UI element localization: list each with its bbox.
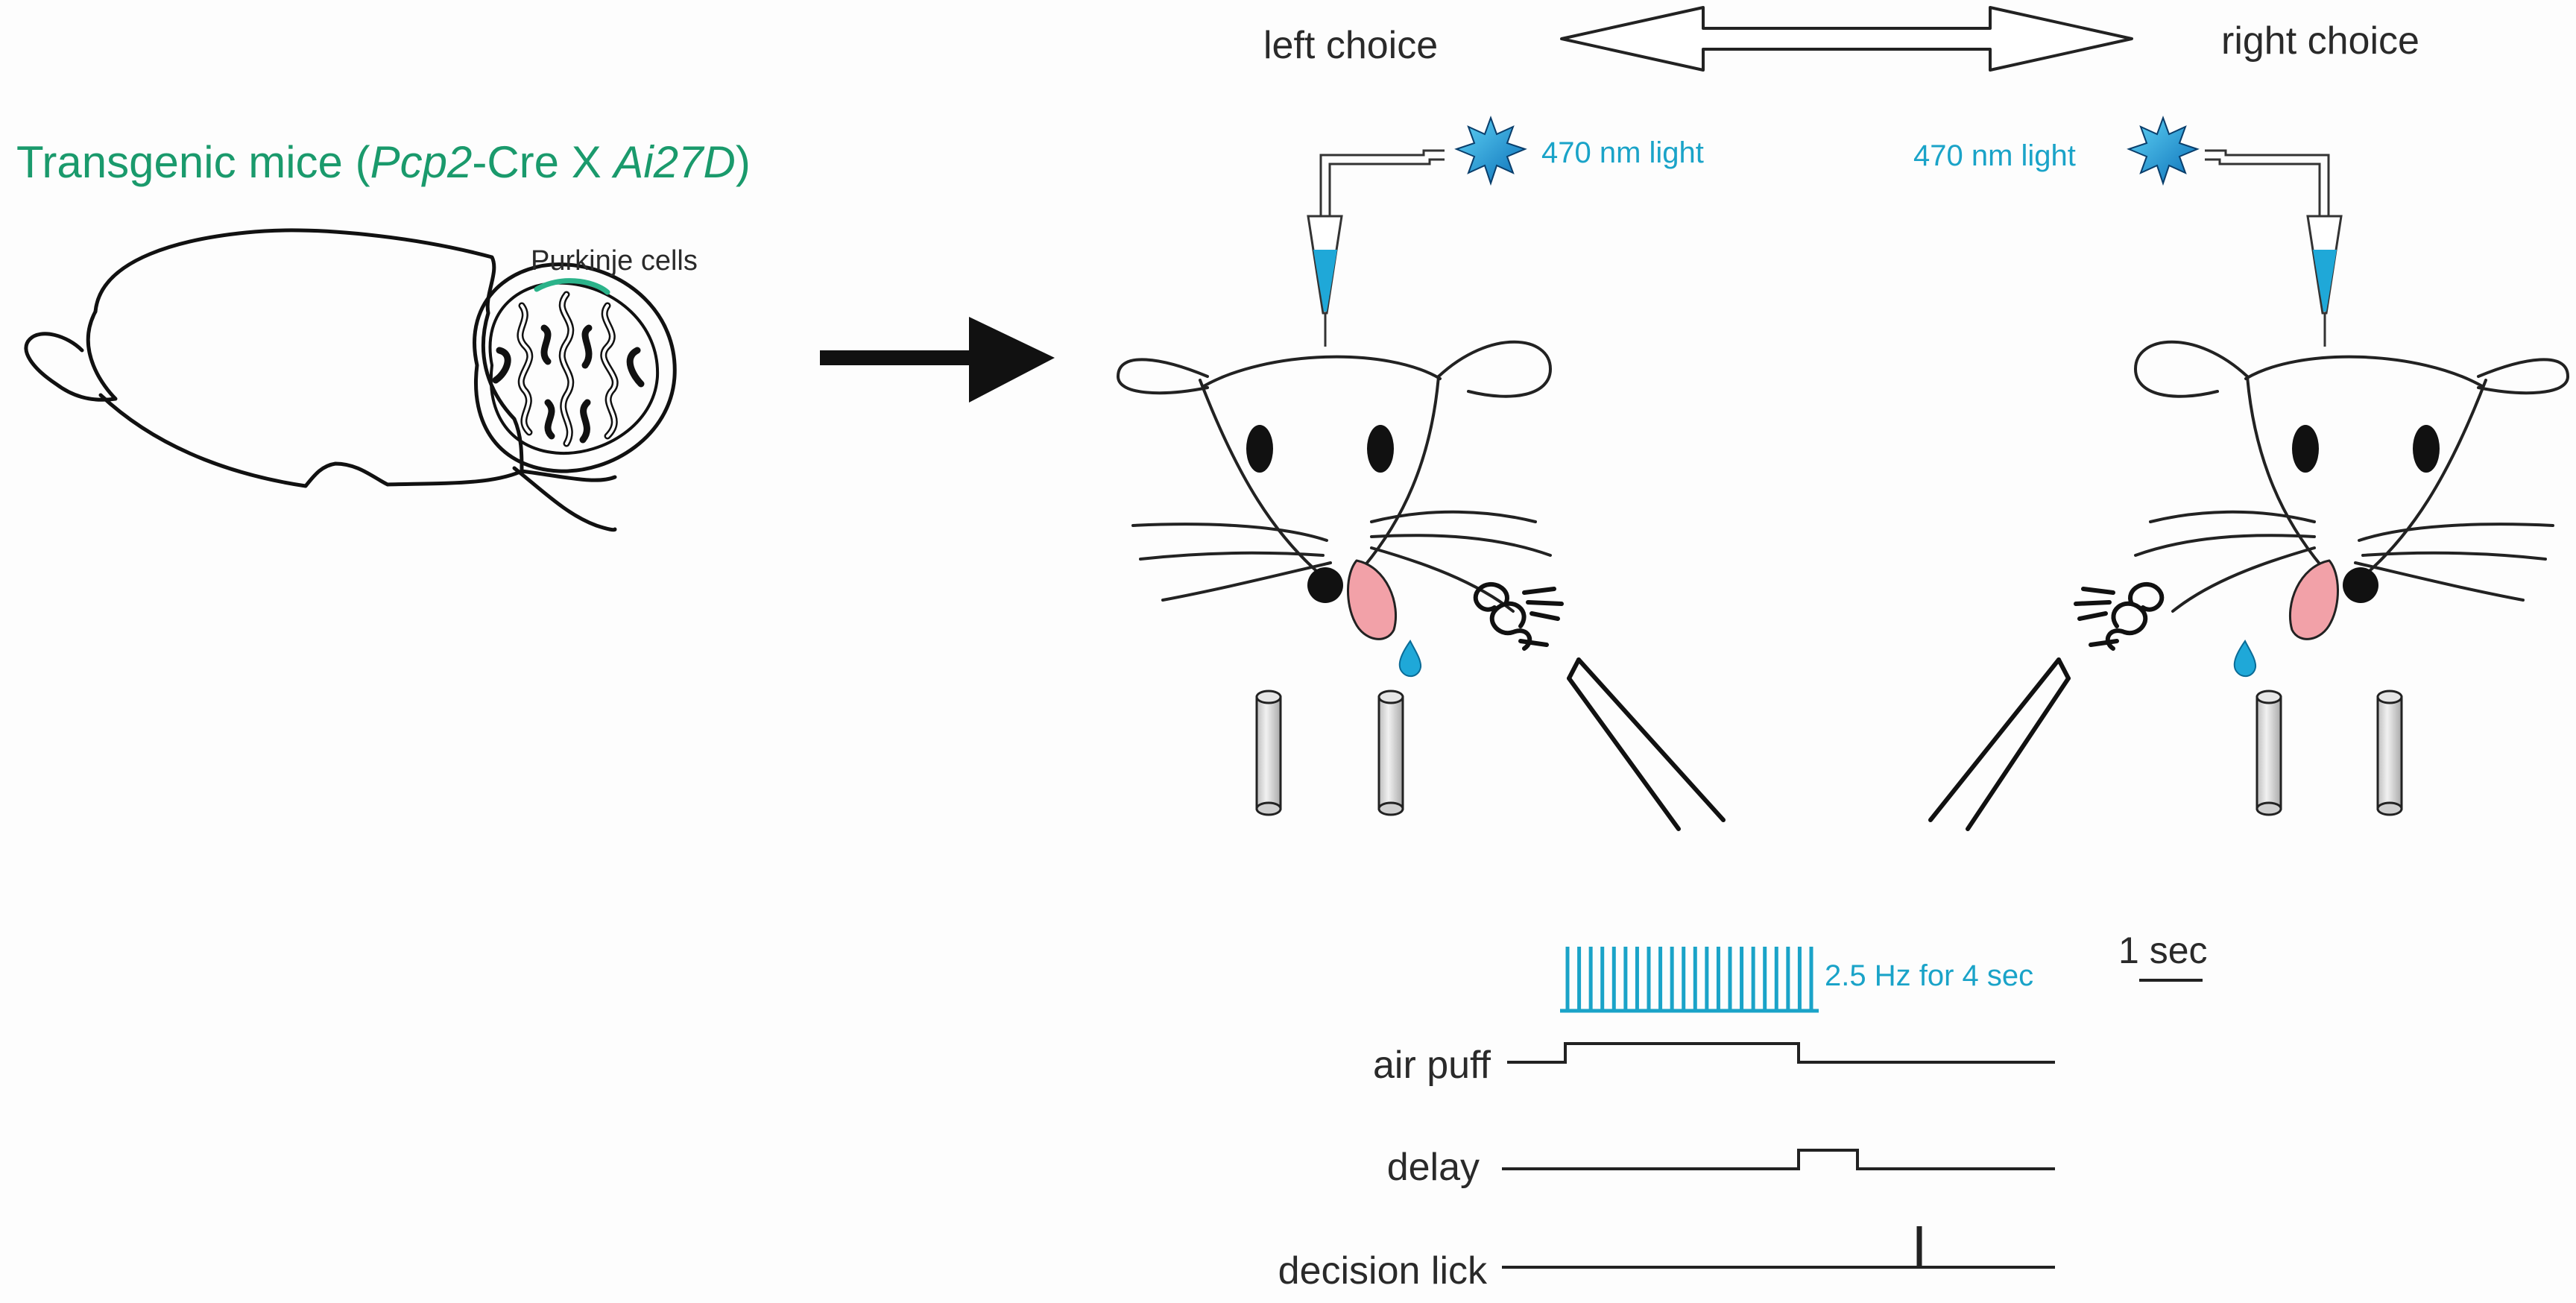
left-choice-label: left choice: [1263, 24, 1438, 67]
stim-frequency-label: 2.5 Hz for 4 sec: [1825, 959, 2033, 992]
left-lick-port-right: [1377, 690, 1404, 816]
air-puff-trace: [1507, 1042, 2055, 1064]
left-mouse-eye: [1367, 425, 1394, 473]
delay-row-label: delay: [1387, 1146, 1480, 1189]
right-water-drop-icon: [2233, 640, 2257, 678]
right-choice-label: right choice: [2221, 19, 2419, 63]
left-light-burst-icon: [1454, 116, 1527, 186]
left-air-puff-icon: [1473, 582, 1564, 651]
right-mouse-head: [2134, 340, 2569, 640]
scale-bar-label: 1 sec: [2118, 930, 2208, 971]
purkinje-highlight: [534, 278, 610, 295]
right-light-label: 470 nm light: [1913, 139, 2076, 172]
right-lick-port-left: [2255, 690, 2282, 816]
left-puff-nozzle: [1567, 657, 1726, 831]
left-lick-port-left: [1255, 690, 1282, 816]
brain-outline: [24, 228, 617, 532]
right-air-puff-icon: [2074, 582, 2165, 651]
right-light-source: 470 nm light: [1913, 116, 2343, 347]
air-puff-row-label: air puff: [1373, 1044, 1491, 1087]
left-mouse-eye: [1246, 425, 1273, 473]
cerebellum: [473, 262, 677, 473]
light-pulse-train: [1560, 947, 1819, 1013]
right-lick-port-right: [2376, 690, 2403, 816]
right-puff-nozzle: [1928, 657, 2071, 831]
purkinje-cells-label: Purkinje cells: [531, 245, 698, 277]
transgenic-title: Transgenic mice (Pcp2-Cre X Ai27D): [16, 137, 751, 187]
delay-trace: [1502, 1149, 2055, 1170]
left-light-source: 470 nm light: [1307, 116, 1704, 347]
choice-double-arrow: [1560, 6, 2133, 72]
left-mouse-tongue: [1347, 559, 1398, 640]
main-arrow: [820, 317, 1055, 403]
left-light-label: 470 nm light: [1541, 136, 1704, 169]
left-mouse-head: [1117, 340, 1552, 640]
right-light-burst-icon: [2127, 116, 2200, 186]
decision-lick-row-label: decision lick: [1278, 1249, 1488, 1293]
left-water-drop-icon: [1398, 640, 1422, 678]
